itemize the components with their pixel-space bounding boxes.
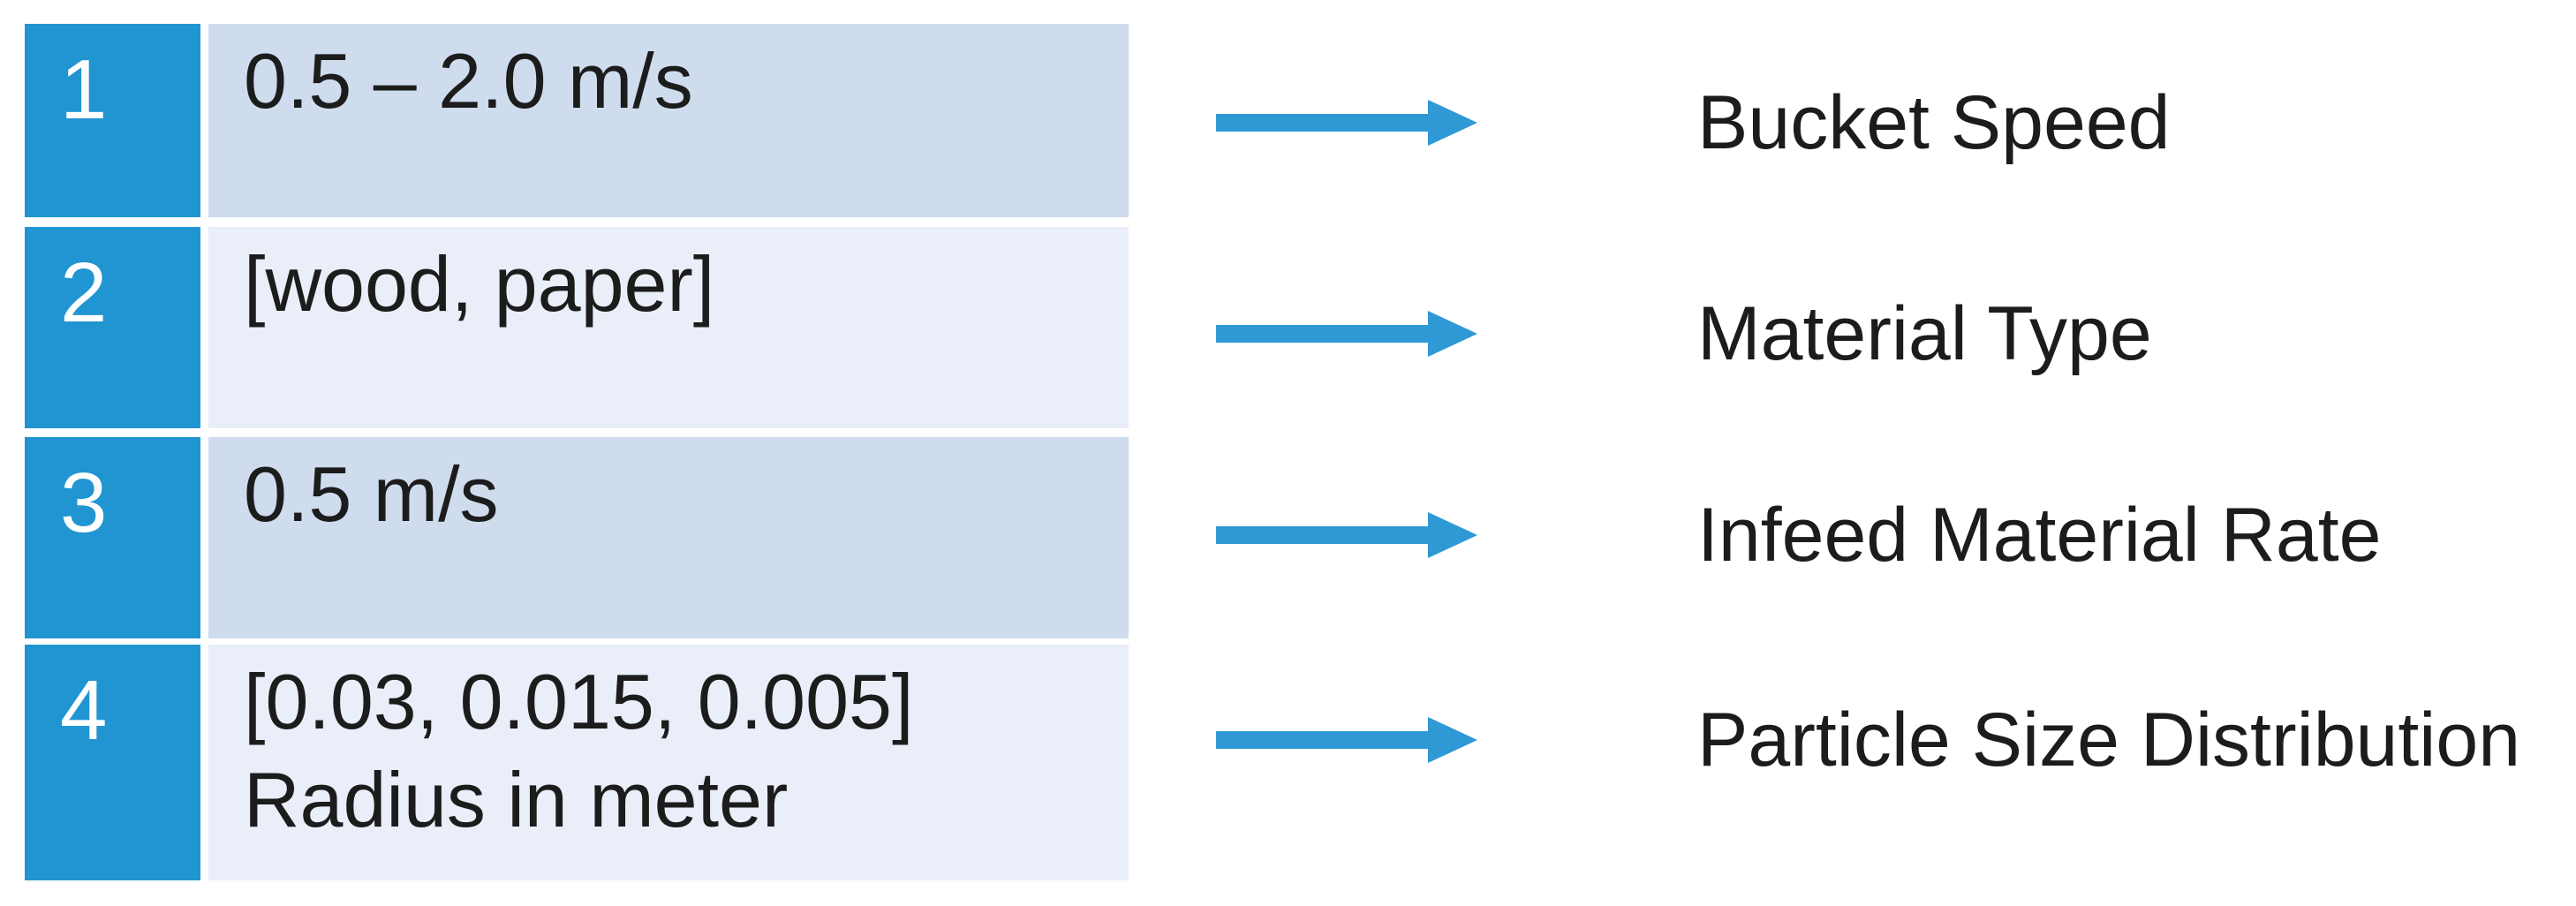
value-line: 0.5 – 2.0 m/s <box>244 37 693 125</box>
value-cell: [0.03, 0.015, 0.005] Radius in meter <box>208 645 1129 880</box>
row-number: 4 <box>60 663 108 758</box>
table-row: 1 0.5 – 2.0 m/s <box>0 24 2576 217</box>
right-arrow-icon <box>1216 512 1477 558</box>
right-arrow-icon <box>1216 311 1477 357</box>
row-label: Infeed Material Rate <box>1697 493 2382 578</box>
right-arrow-icon <box>1216 717 1477 763</box>
table-row: 4 [0.03, 0.015, 0.005] Radius in meter <box>0 645 2576 880</box>
row-number: 1 <box>60 42 108 137</box>
value-cell: 0.5 – 2.0 m/s <box>208 24 1129 217</box>
table-row: 2 [wood, paper] <box>0 227 2576 428</box>
row-number-cell: 3 <box>25 437 200 638</box>
value-line: Radius in meter <box>244 755 789 843</box>
value-line: [0.03, 0.015, 0.005] <box>244 658 914 745</box>
table-row: 3 0.5 m/s <box>0 437 2576 638</box>
row-number-cell: 1 <box>25 24 200 217</box>
value-cell: 0.5 m/s <box>208 437 1129 638</box>
value-line: 0.5 m/s <box>244 450 499 538</box>
row-number: 2 <box>60 245 108 340</box>
row-label: Material Type <box>1697 291 2152 376</box>
right-arrow-icon <box>1216 100 1477 146</box>
row-label: Particle Size Distribution <box>1697 698 2521 782</box>
row-number: 3 <box>60 456 108 550</box>
value-cell: [wood, paper] <box>208 227 1129 428</box>
row-number-cell: 2 <box>25 227 200 428</box>
value-line: [wood, paper] <box>244 240 715 328</box>
row-number-cell: 4 <box>25 645 200 880</box>
row-label: Bucket Speed <box>1697 80 2171 165</box>
